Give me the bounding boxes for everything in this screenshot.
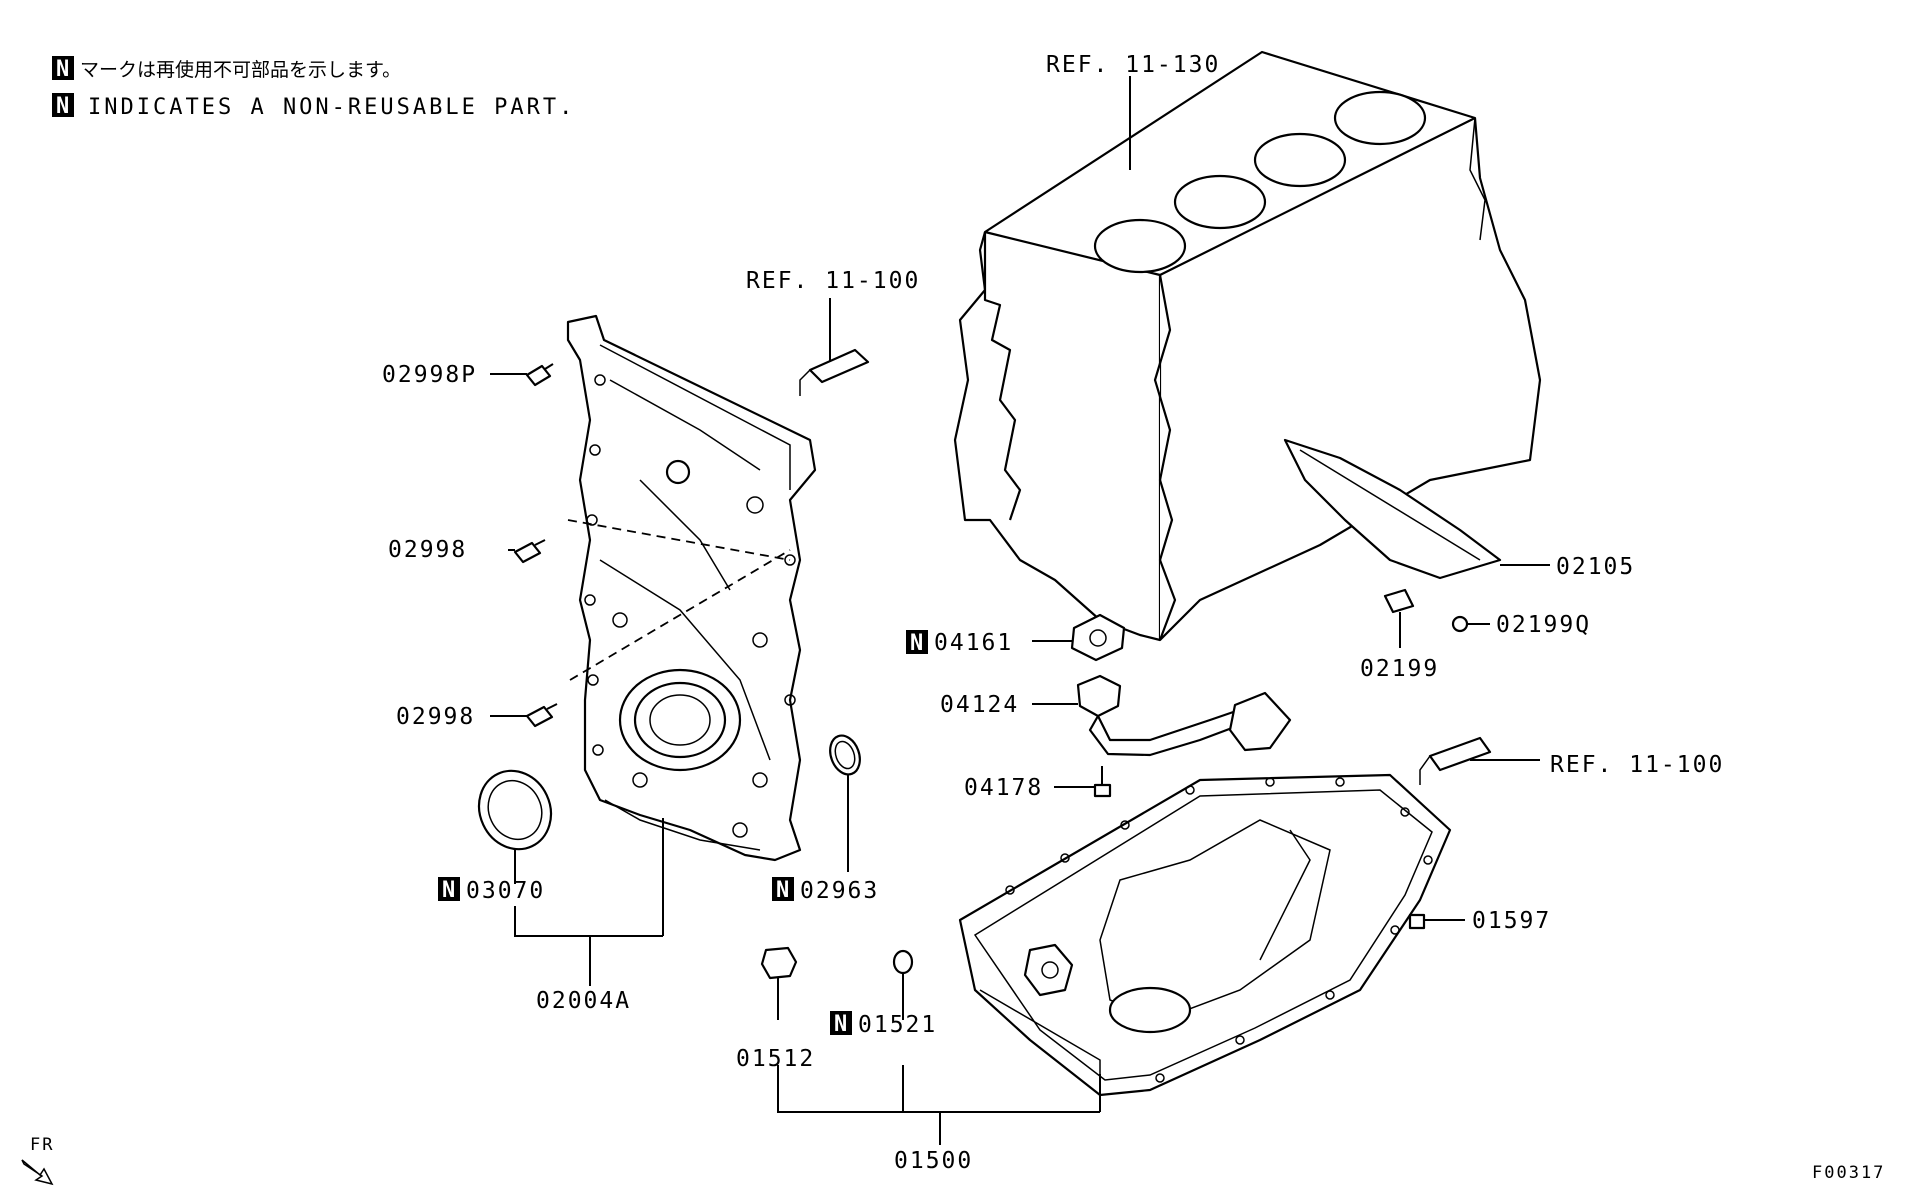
part-label-02963[interactable]: 02963 (800, 878, 879, 904)
non-reusable-badge (906, 630, 928, 654)
figure-code: F00317 (1812, 1163, 1885, 1183)
front-direction-indicator: FR (21, 1135, 54, 1186)
non-reusable-badge (52, 56, 74, 80)
badge-letter: N (910, 631, 923, 656)
cylinder-block-illustration (953, 50, 1550, 642)
oil-strainer-illustration (1032, 613, 1292, 798)
note-english: INDICATES A NON-REUSABLE PART. (88, 95, 575, 120)
part-label-04178[interactable]: 04178 (964, 775, 1043, 801)
part-label-04124[interactable]: 04124 (940, 692, 1019, 718)
badge-letter: N (442, 878, 455, 903)
non-reusable-badge (438, 877, 460, 901)
oil-pan-illustration (760, 736, 1540, 1112)
part-label-01597[interactable]: 01597 (1472, 908, 1551, 934)
part-label-02998-upper[interactable]: 02998 (388, 537, 467, 563)
part-label-02199[interactable]: 02199 (1360, 656, 1439, 682)
direction-label: FR (30, 1135, 54, 1155)
block-fasteners (1383, 588, 1490, 648)
arrow-icon (21, 1159, 54, 1186)
ref-label-cover: REF. 11-100 (746, 268, 920, 294)
timing-chain-case-illustration (566, 298, 870, 936)
part-label-01521[interactable]: 01521 (858, 1012, 937, 1038)
part-label-02998-lower[interactable]: 02998 (396, 704, 475, 730)
non-reusable-badge (52, 93, 74, 117)
part-label-02998P[interactable]: 02998P (382, 362, 477, 388)
non-reusable-badge (830, 1011, 852, 1035)
case-fasteners (477, 363, 861, 884)
badge-letter: N (776, 878, 789, 903)
note-japanese: マークは再使用不可部品を示します。 (80, 59, 401, 81)
part-label-01500[interactable]: 01500 (894, 1148, 973, 1174)
part-label-04161[interactable]: 04161 (934, 630, 1013, 656)
badge-letter: N (834, 1012, 847, 1037)
part-number-labels: 02998P 02998 02998 N 03070 02004A N 0296… (382, 362, 1635, 1174)
legend-notes: N マークは再使用不可部品を示します。 N INDICATES A NON-RE… (52, 56, 575, 120)
ref-label-pan: REF. 11-100 (1550, 752, 1724, 778)
part-label-03070[interactable]: 03070 (466, 878, 545, 904)
non-reusable-badge (772, 877, 794, 901)
badge-letter: N (56, 94, 69, 119)
part-label-02004A[interactable]: 02004A (536, 988, 631, 1014)
part-label-02105[interactable]: 02105 (1556, 554, 1635, 580)
ref-label-block: REF. 11-130 (1046, 52, 1220, 78)
part-label-02199Q[interactable]: 02199Q (1496, 612, 1591, 638)
badge-letter: N (56, 57, 69, 82)
part-label-01512[interactable]: 01512 (736, 1046, 815, 1072)
grouping-brackets (514, 906, 1100, 1145)
reference-labels: REF. 11-130 REF. 11-100 REF. 11-100 (746, 52, 1724, 778)
